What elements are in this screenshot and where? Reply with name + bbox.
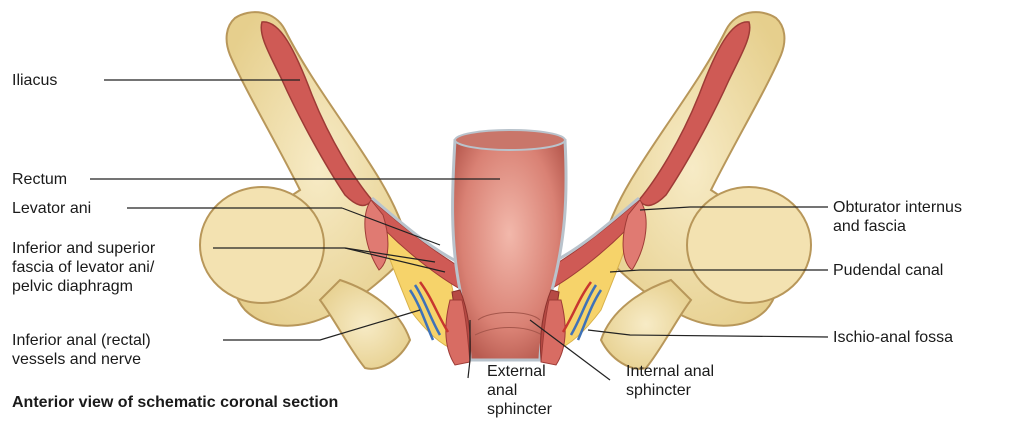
label-obturator-internus: Obturator internus and fascia [833,198,962,236]
label-ischio-anal-fossa: Ischio-anal fossa [833,328,953,347]
label-fascia-levator-ani: Inferior and superior fascia of levator … [12,239,155,296]
label-inferior-anal-vessels: Inferior anal (rectal) vessels and nerve [12,331,151,369]
label-levator-ani: Levator ani [12,199,91,218]
label-internal-line-2: sphincter [626,381,714,400]
label-external-anal-sphincter: External anal sphincter [487,362,552,419]
label-pudendal-canal: Pudendal canal [833,261,943,280]
label-internal-anal-sphincter: Internal anal sphincter [626,362,714,400]
figure-caption: Anterior view of schematic coronal secti… [12,394,338,412]
label-external-line-2: anal [487,381,552,400]
label-obturator-line-2: and fascia [833,217,962,236]
label-fascia-line-2: fascia of levator ani/ [12,258,155,277]
label-fascia-line-1: Inferior and superior [12,239,155,258]
label-external-line-1: External [487,362,552,381]
label-external-line-3: sphincter [487,400,552,419]
label-inferior-anal-line-1: Inferior anal (rectal) [12,331,151,350]
label-obturator-line-1: Obturator internus [833,198,962,217]
label-rectum: Rectum [12,170,67,189]
label-fascia-line-3: pelvic diaphragm [12,277,155,296]
label-inferior-anal-line-2: vessels and nerve [12,350,151,369]
label-internal-line-1: Internal anal [626,362,714,381]
label-iliacus: Iliacus [12,71,57,90]
